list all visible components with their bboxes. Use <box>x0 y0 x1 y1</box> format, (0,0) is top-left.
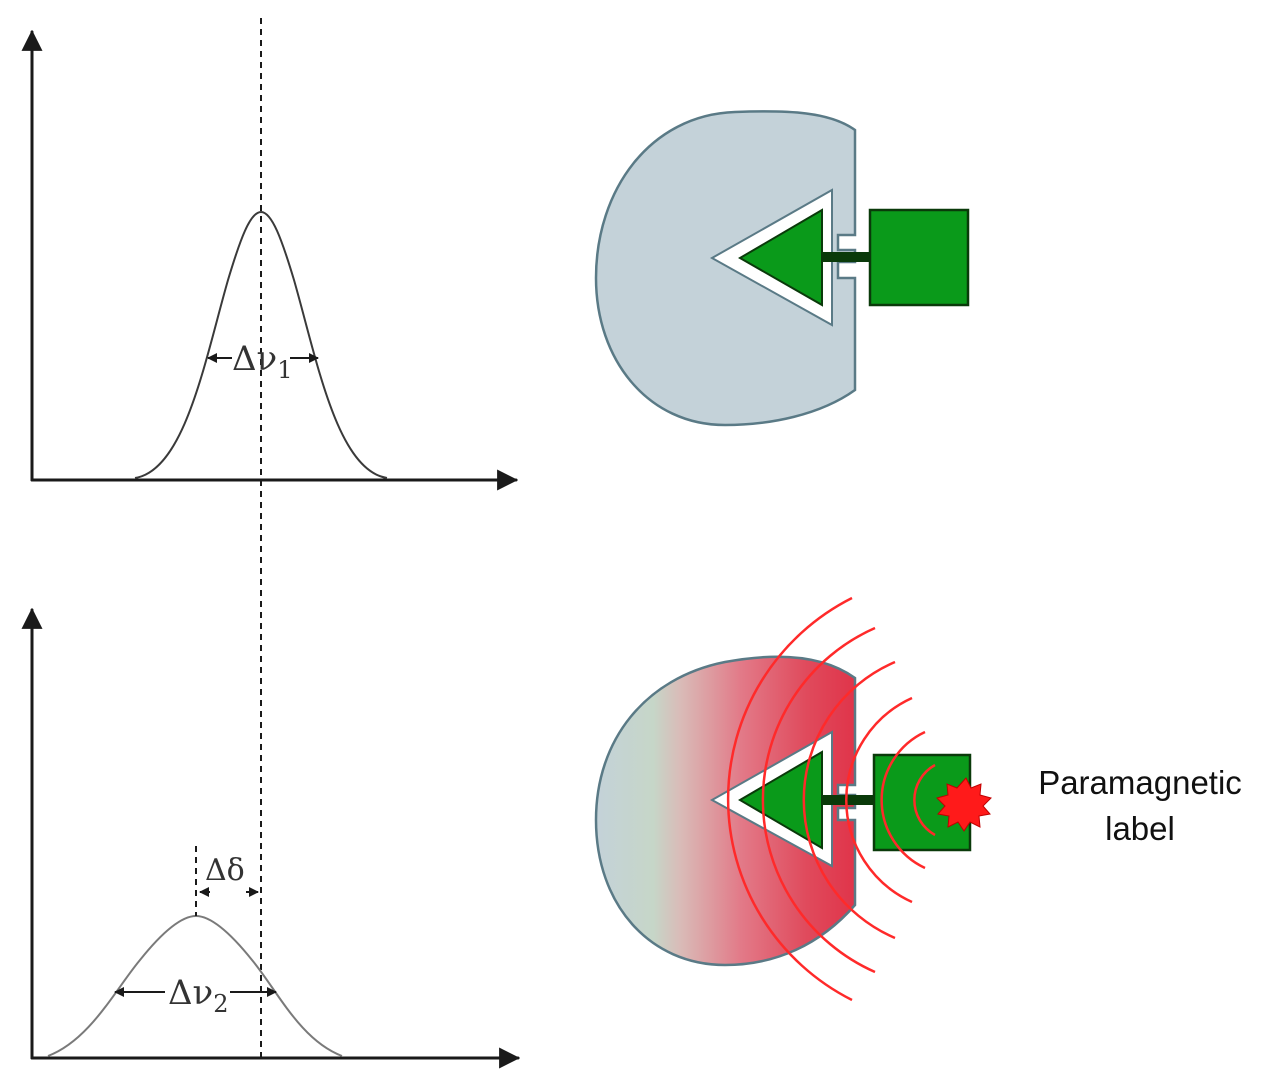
ligand-square-icon <box>868 208 970 307</box>
paramagnetic-label-text-line2: label <box>1105 810 1175 847</box>
chemical-shift-label: Δδ <box>205 853 245 888</box>
relaxation-wave-5 <box>761 626 876 974</box>
relaxation-wave-6 <box>726 596 853 1002</box>
top-spectrum-plot: Δν1 <box>21 18 519 1058</box>
bottom-protein-ligand-complex <box>594 596 992 1002</box>
protein-paramagnetic-icon <box>594 655 857 967</box>
relaxation-wave-2 <box>880 730 926 870</box>
top-resonance-peak <box>134 210 388 479</box>
relaxation-wave-4 <box>802 660 896 940</box>
relaxation-waves <box>726 596 936 1002</box>
top-linewidth-symbol: Δν <box>232 339 277 379</box>
top-linewidth-label: Δν1 <box>232 339 293 384</box>
relaxation-wave-3 <box>845 696 913 904</box>
top-linewidth-subscript: 1 <box>277 356 292 384</box>
paramagnetic-label-icon <box>936 777 992 832</box>
protein-icon <box>594 110 857 427</box>
ligand-linker-2 <box>822 795 876 805</box>
top-protein-ligand-complex <box>594 110 970 427</box>
relaxation-wave-1 <box>913 763 936 837</box>
bottom-linewidth-subscript: 2 <box>213 990 228 1018</box>
paramagnetic-label-text-line1: Paramagnetic <box>1038 764 1242 801</box>
bottom-spectrum-plot: Δδ Δν2 <box>21 607 521 1069</box>
ligand-linker <box>822 252 872 262</box>
bottom-linewidth-label: Δν2 <box>168 973 229 1018</box>
bottom-linewidth-symbol: Δν <box>168 973 213 1013</box>
